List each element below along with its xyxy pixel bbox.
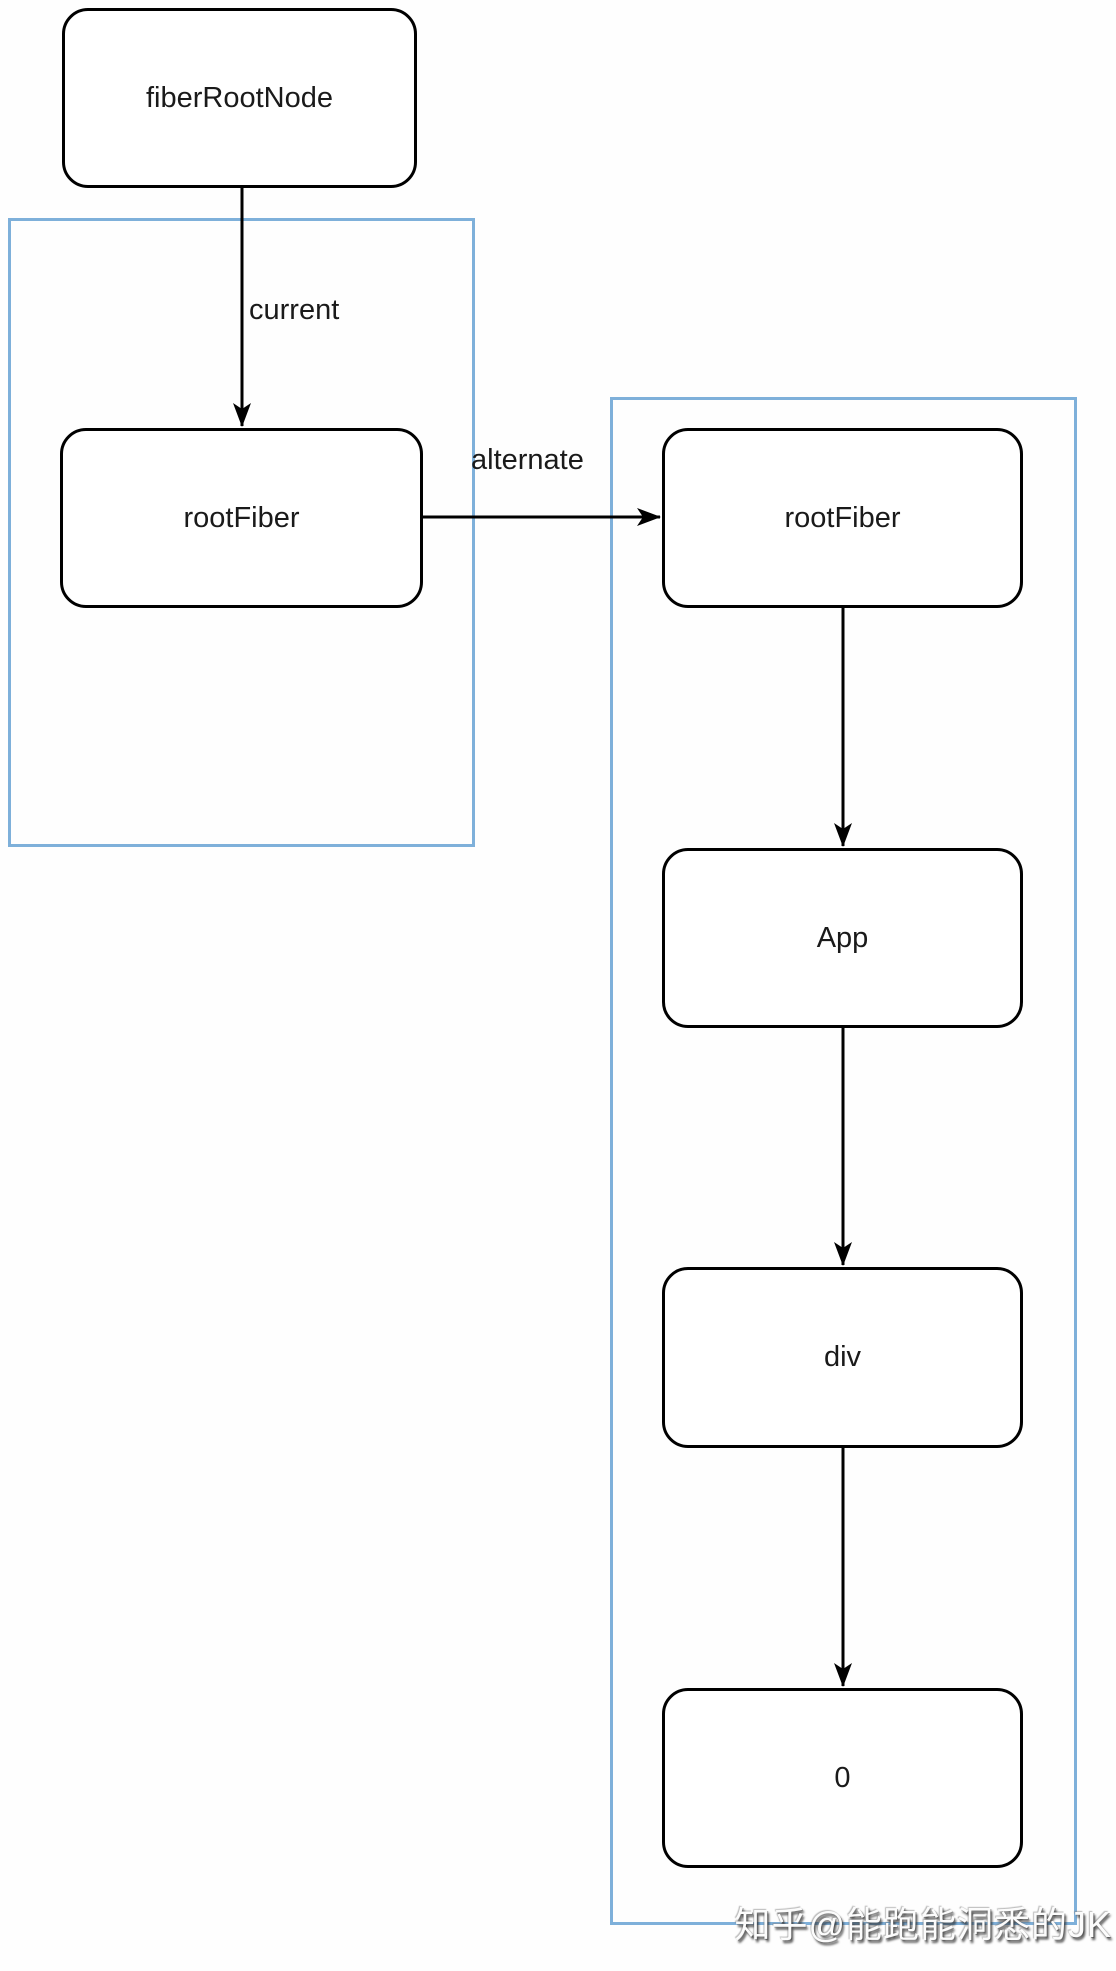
- node-div-label: div: [823, 1341, 862, 1373]
- node-fiberrootnode: fiberRootNode: [62, 8, 417, 188]
- node-zero: 0: [662, 1688, 1023, 1868]
- node-app-label: App: [816, 921, 869, 954]
- node-div: div: [662, 1267, 1023, 1448]
- node-zero-label: 0: [834, 1761, 851, 1794]
- node-app: App: [662, 848, 1023, 1028]
- node-rootfiber-alternate: rootFiber: [662, 428, 1023, 608]
- node-rootfiber-current: rootFiber: [60, 428, 423, 608]
- edge-label-current: current: [249, 294, 340, 326]
- zhihu-watermark: 知乎@能跑能洞悉的JK: [734, 1904, 1112, 1945]
- node-rootfiber-current-label: rootFiber: [183, 501, 300, 534]
- edge-label-alternate: alternate: [471, 444, 584, 476]
- alternate-tree-group-box: [610, 397, 1077, 1925]
- node-fiberrootnode-label: fiberRootNode: [146, 81, 333, 114]
- node-rootfiber-alternate-label: rootFiber: [784, 501, 901, 534]
